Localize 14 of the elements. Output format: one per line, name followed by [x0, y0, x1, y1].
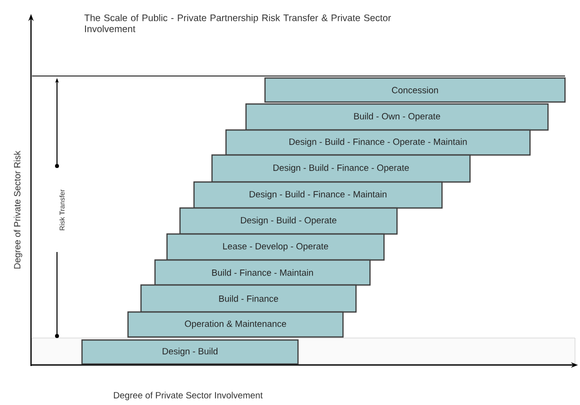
scheme-bar: Build - Own - Operate	[245, 103, 549, 131]
scheme-bar: Design - Build - Finance - Operate	[211, 154, 471, 183]
scheme-bar: Design - Build - Operate	[179, 207, 398, 235]
scheme-bar: Lease - Develop - Operate	[166, 233, 385, 261]
scheme-bar: Design - Build - Finance - Operate - Maintain	[225, 129, 531, 156]
axis-label: Degree of Private Sector Involvement	[114, 392, 263, 400]
chart-title: The Scale of Public - Private Partnership Risk Transfer & Private Sector Involvement	[84, 14, 391, 32]
scheme-bar: Concession	[264, 77, 566, 103]
scheme-bar: Operation & Maintenance	[127, 311, 344, 338]
axis-label: Degree of Private Sector Risk	[12, 150, 24, 270]
scheme-bar: Build - Finance	[140, 284, 357, 313]
scheme-bar: Design - Build - Finance - Maintain	[193, 181, 443, 209]
scheme-bar: Design - Build	[81, 339, 299, 365]
scheme-bar: Build - Finance - Maintain	[154, 259, 371, 286]
